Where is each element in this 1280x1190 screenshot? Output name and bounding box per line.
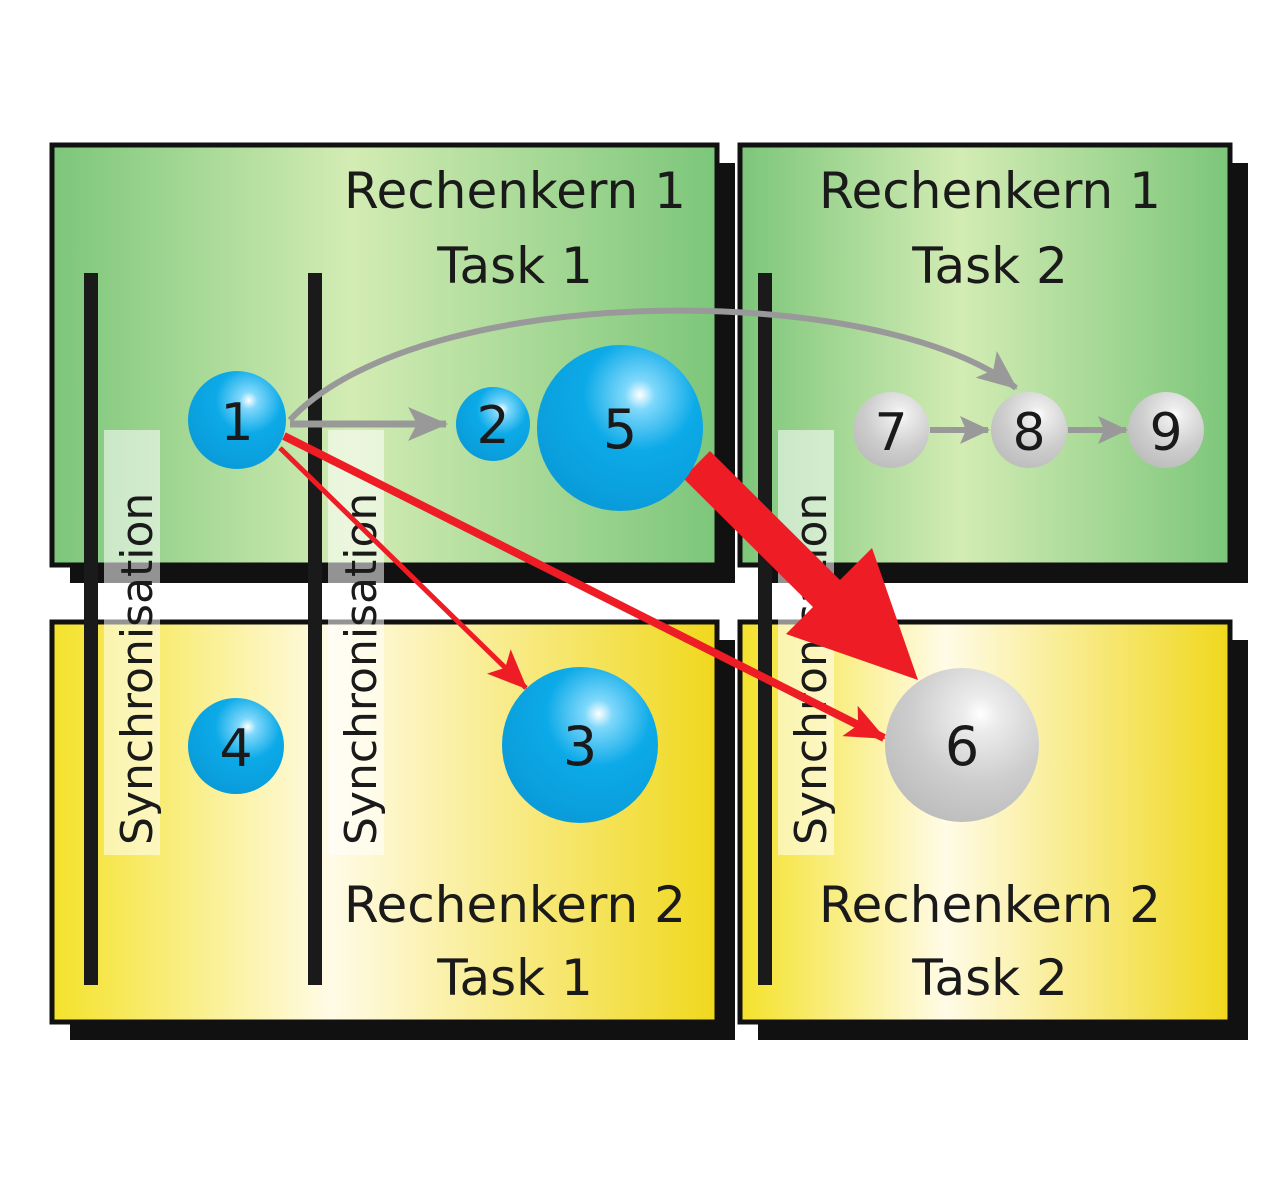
box-core1-task1-subtitle: Task 1 [436, 237, 593, 295]
svg-text:6: 6 [945, 715, 979, 778]
arrow-1-to-8 [287, 307, 1018, 423]
box-core2-task2-title: Rechenkern 2 [819, 876, 1161, 934]
task-node-2: 2 [456, 387, 530, 461]
task-node-5: 5 [537, 345, 703, 511]
svg-text:7: 7 [874, 403, 907, 463]
svg-text:8: 8 [1012, 403, 1045, 463]
box-core2-task1-subtitle: Task 1 [436, 949, 593, 1007]
svg-text:4: 4 [219, 719, 252, 779]
arrow-1-to-6 [282, 432, 886, 742]
svg-text:2: 2 [476, 396, 509, 456]
box-core1-task2-title: Rechenkern 1 [819, 162, 1161, 220]
task-node-6: 6 [885, 668, 1039, 822]
task-node-1: 1 [188, 371, 286, 469]
svg-text:1: 1 [220, 393, 253, 453]
sync-bar-1: Synchronisation [84, 273, 163, 985]
sync-label-2: Synchronisation [336, 493, 387, 845]
task-node-3: 3 [502, 667, 658, 823]
task-node-7: 7 [853, 392, 929, 468]
box-core2-task1 [49, 619, 735, 1040]
box-core1-task1-title: Rechenkern 1 [344, 162, 686, 220]
sync-label-1: Synchronisation [112, 493, 163, 845]
arrow-1-to-3 [278, 446, 528, 690]
svg-text:5: 5 [603, 398, 637, 461]
box-core2-task1-title: Rechenkern 2 [344, 876, 686, 934]
task-node-8: 8 [991, 392, 1067, 468]
arrow-5-to-6 [683, 451, 918, 680]
task-node-4: 4 [188, 698, 284, 794]
box-core2-task2-subtitle: Task 2 [911, 949, 1068, 1007]
task-node-9: 9 [1128, 392, 1204, 468]
svg-text:9: 9 [1149, 403, 1182, 463]
svg-text:3: 3 [563, 715, 597, 778]
box-core1-task2-subtitle: Task 2 [911, 237, 1068, 295]
